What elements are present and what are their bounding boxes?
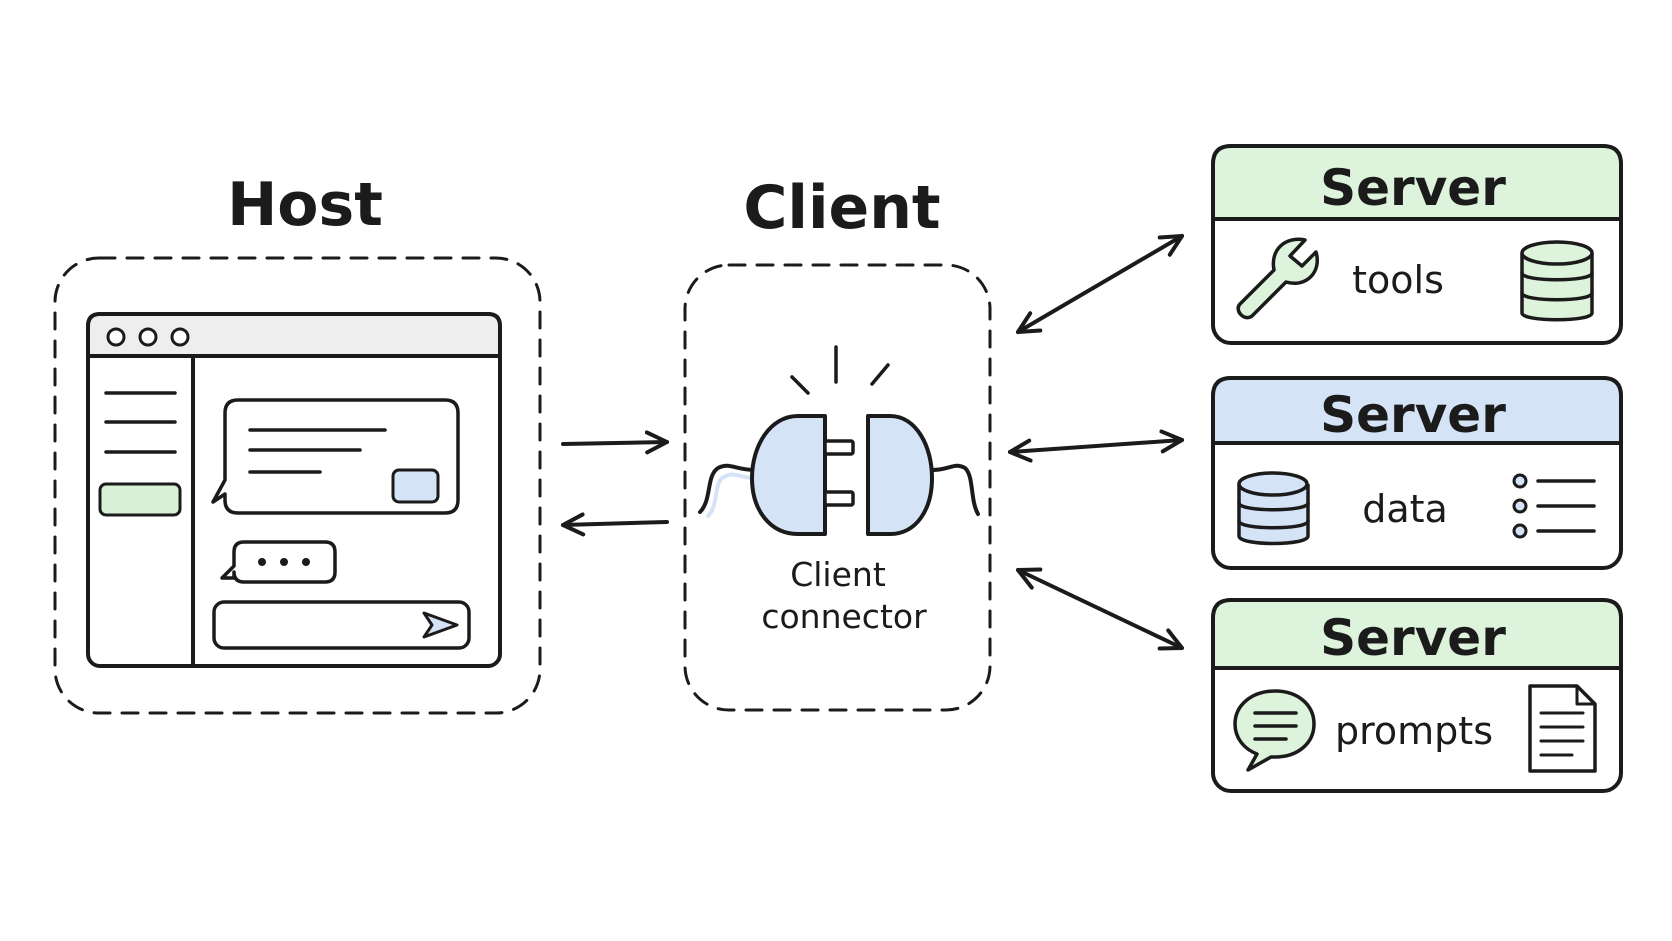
server-item-label: data xyxy=(1362,487,1448,531)
server-card-tools[interactable]: Server tools xyxy=(1211,144,1623,345)
chat-bubble-icon xyxy=(1233,689,1316,772)
chat-input[interactable] xyxy=(212,600,471,650)
server-card-prompts[interactable]: Server prompts xyxy=(1211,598,1623,793)
server-title: Server xyxy=(1320,159,1506,217)
arrow-client-server-tools xyxy=(1016,234,1184,334)
client-dashed-boundary xyxy=(683,263,992,712)
document-icon xyxy=(1528,684,1597,773)
server-title: Server xyxy=(1320,609,1506,667)
typing-indicator-bubble xyxy=(220,540,337,584)
arrow-host-to-client xyxy=(561,430,669,455)
server-item-label: tools xyxy=(1352,258,1444,302)
server-title: Server xyxy=(1320,386,1506,444)
client-title: Client xyxy=(743,173,940,243)
arrow-client-to-host xyxy=(561,512,669,537)
server-item-label: prompts xyxy=(1335,709,1493,753)
arrow-client-server-prompts xyxy=(1016,567,1184,651)
list-icon xyxy=(1512,473,1596,539)
chat-message-bubble xyxy=(211,398,460,515)
server-card-data[interactable]: Server data xyxy=(1211,376,1623,570)
arrow-client-server-data xyxy=(1008,429,1184,463)
connector-label-line1: Client xyxy=(790,555,886,594)
host-title: Host xyxy=(227,170,383,240)
send-icon[interactable] xyxy=(422,611,459,639)
connector-label-line2: connector xyxy=(761,597,927,636)
window-controls[interactable] xyxy=(106,327,190,347)
database-icon xyxy=(1520,240,1594,322)
message-attachment[interactable] xyxy=(391,468,440,504)
host-dashed-boundary xyxy=(53,256,542,715)
plug-connector-icon xyxy=(698,345,980,536)
sidebar-lines xyxy=(104,391,177,454)
wrench-icon xyxy=(1236,237,1319,320)
chat-app-window xyxy=(86,312,502,668)
database-icon xyxy=(1237,471,1310,546)
sidebar-active-item[interactable] xyxy=(98,482,182,517)
